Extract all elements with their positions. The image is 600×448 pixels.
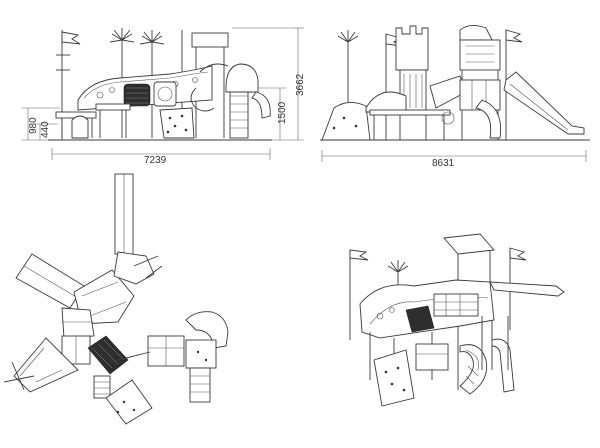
front-height-platform-mid-dimension: 980 bbox=[28, 117, 39, 134]
front-elevation-drawing: 7239 3662 1500 980 440 bbox=[22, 27, 306, 166]
front-width-dimension: 7239 bbox=[144, 155, 167, 166]
side-elevation-view: 8631 bbox=[310, 0, 600, 170]
plan-view bbox=[0, 170, 300, 448]
perspective-view bbox=[310, 220, 600, 448]
side-width-dimension: 8631 bbox=[432, 158, 455, 169]
front-elevation-view: 7239 3662 1500 980 440 bbox=[0, 0, 310, 170]
perspective-drawing bbox=[349, 233, 565, 407]
side-elevation-drawing: 8631 bbox=[320, 25, 590, 169]
front-height-total-dimension: 3662 bbox=[295, 73, 306, 96]
front-height-platform-high-dimension: 1500 bbox=[277, 101, 288, 124]
front-height-platform-low-dimension: 440 bbox=[40, 121, 51, 138]
plan-drawing bbox=[3, 173, 229, 425]
